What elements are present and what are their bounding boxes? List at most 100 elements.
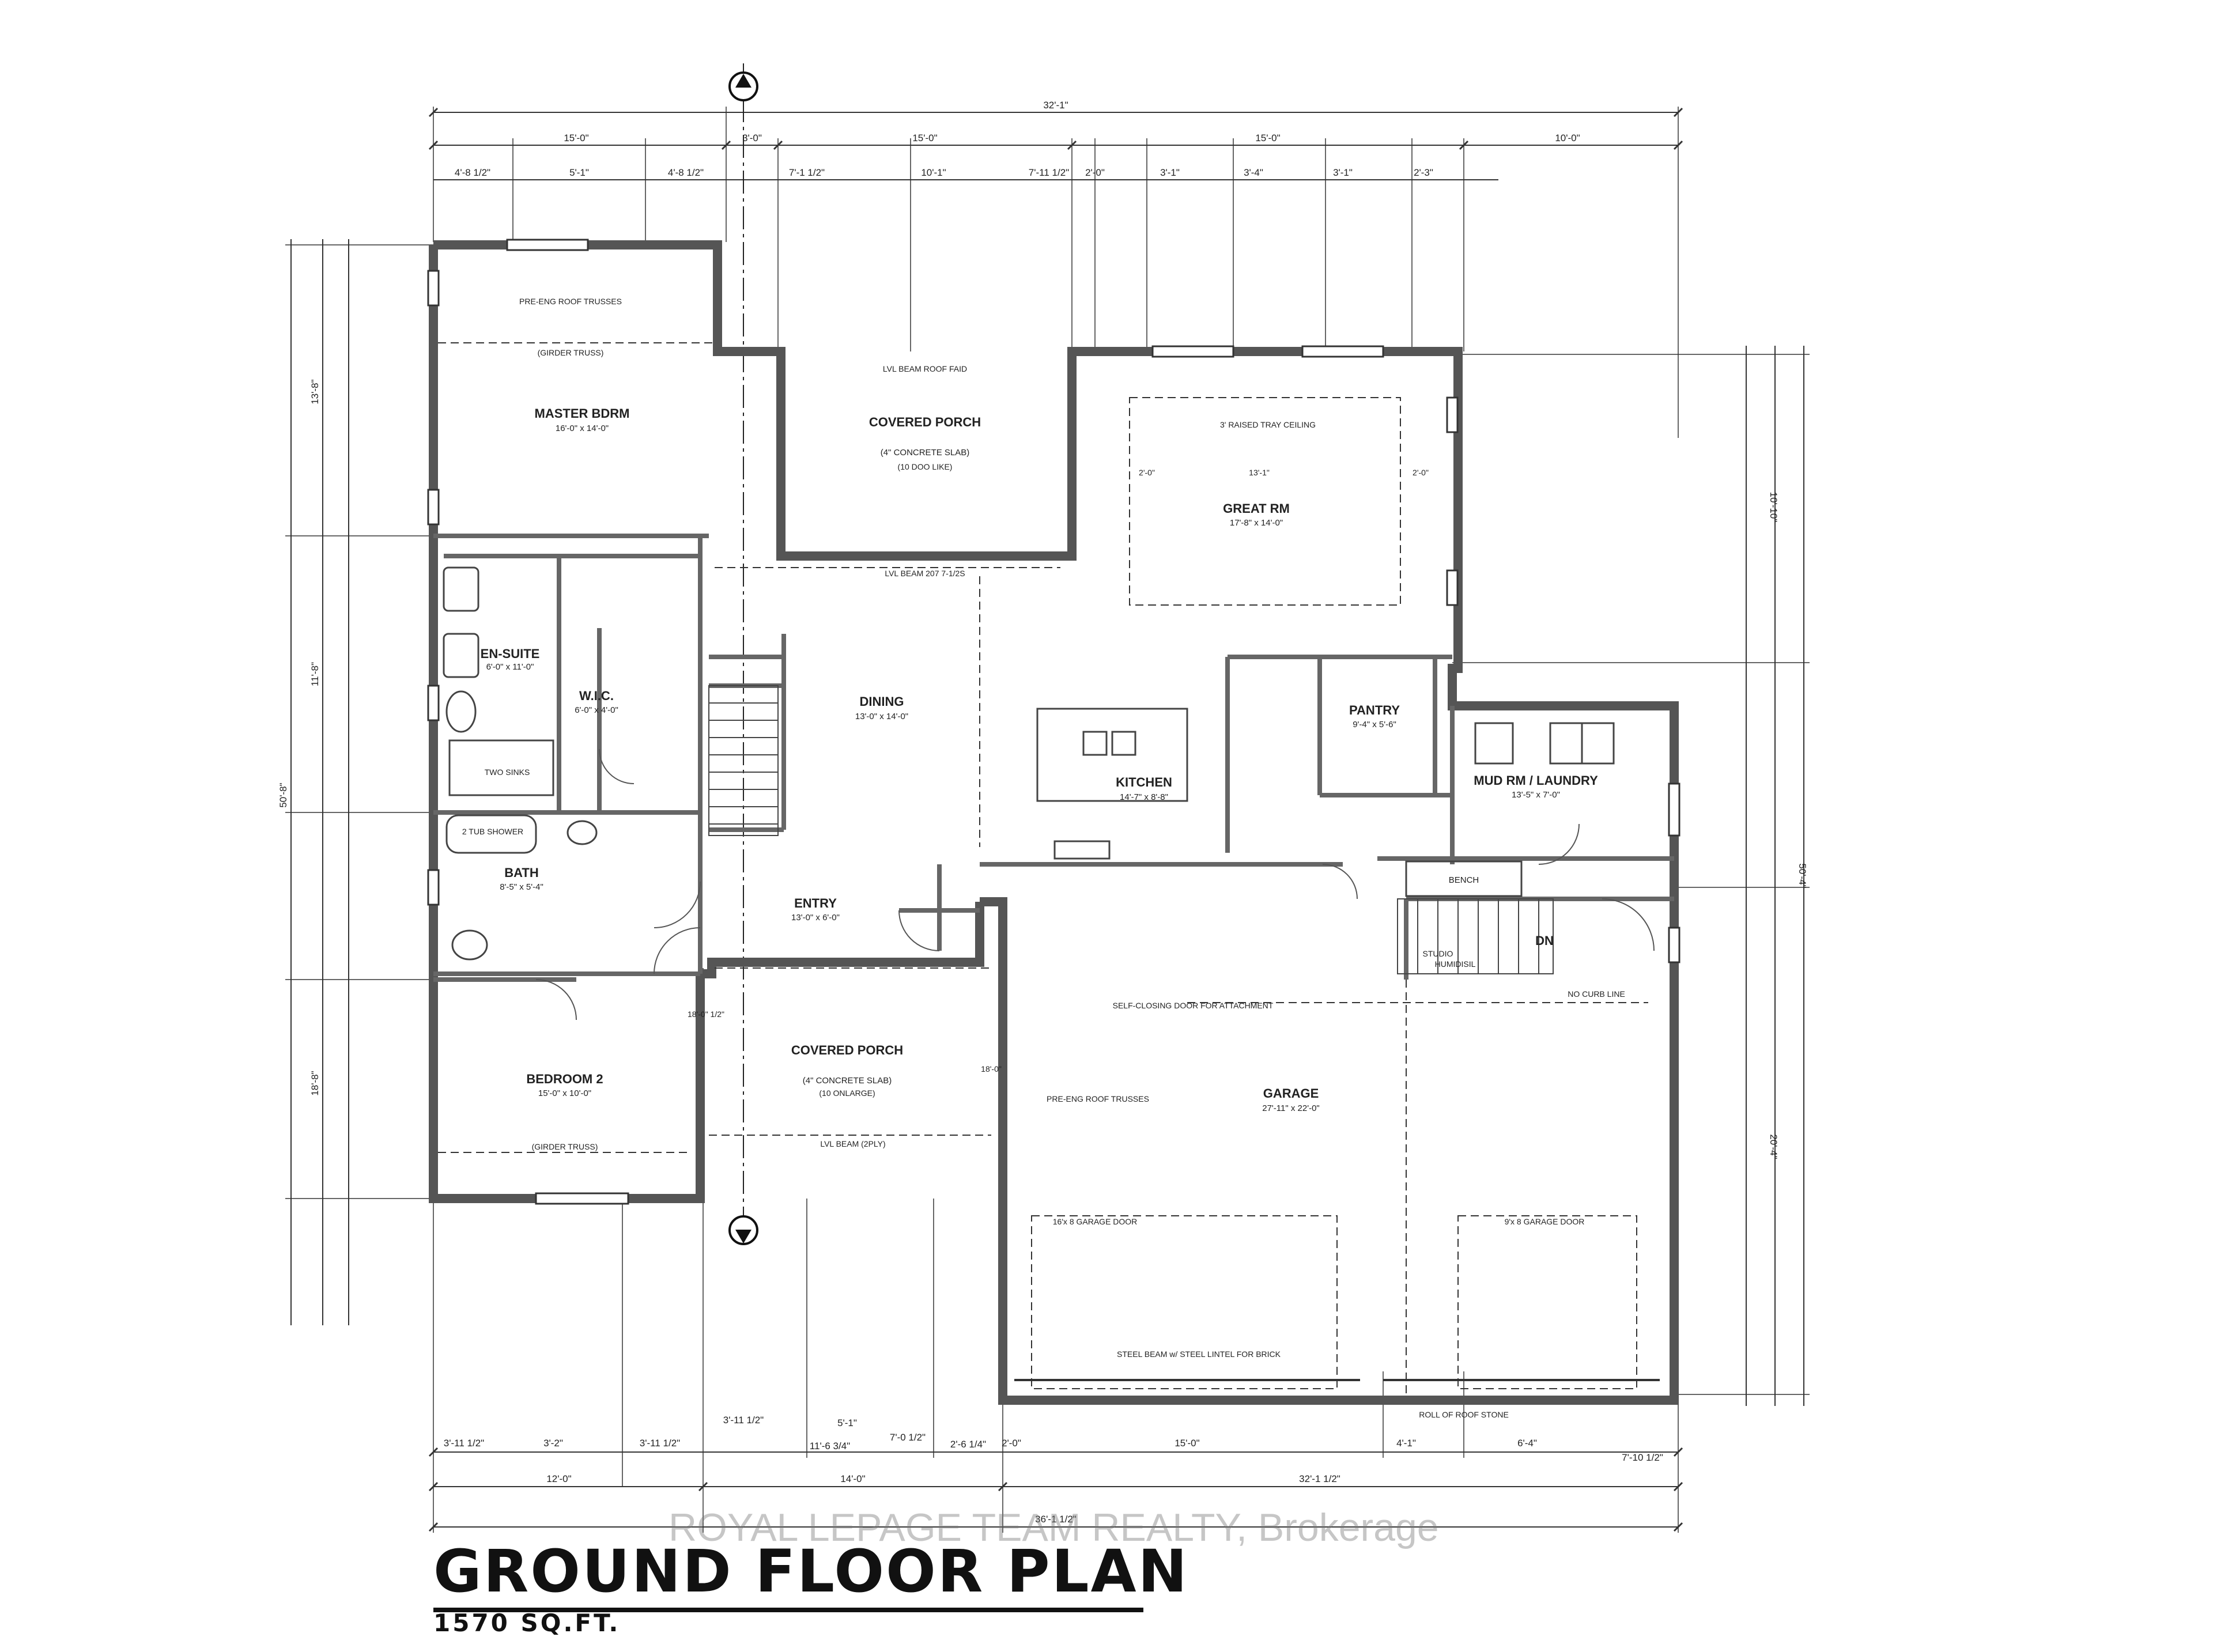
room-pantry-size: 9'-4" x 5'-6" [1353, 720, 1396, 729]
bottom-dim-2: 3'-2" [543, 1438, 563, 1449]
left-dim-3: 18'-8" [309, 1071, 320, 1095]
top-dim-5: 10'-0" [1555, 133, 1580, 143]
label-bench: BENCH [1449, 875, 1479, 885]
dashed-outlines [438, 342, 1648, 1394]
room-en-suite: EN-SUITE [481, 647, 540, 661]
plan-title: GROUND FLOOR PLAN [433, 1537, 1189, 1606]
shower-icon [448, 739, 554, 796]
room-wic: W.I.C. [579, 689, 614, 703]
left-overall-dim: 50'-8" [278, 782, 289, 807]
washer-icon [1474, 722, 1514, 765]
room-covered-porch-rear-note: (10 DOO LIKE) [898, 462, 953, 471]
top-dim-row2-2: 5'-1" [569, 167, 589, 178]
section-marker-bottom [728, 1215, 758, 1245]
room-entry-size: 13'-0" x 6'-0" [791, 913, 840, 923]
room-bedroom-2-size: 15'-0" x 10'-0" [538, 1088, 591, 1098]
note-humidisil: HUMIDISIL [1435, 959, 1476, 969]
title-underline [433, 1608, 1143, 1612]
note-no-curb-line: NO CURB LINE [1568, 989, 1625, 999]
sink-icon [443, 633, 479, 678]
room-en-suite-size: 6'-0" x 11'-0" [486, 662, 534, 672]
note-roof-trusses-master: PRE-ENG ROOF TRUSSES [519, 297, 622, 306]
bottom-dim-11: 4'-1" [1396, 1438, 1416, 1449]
bottom-dim-10: 15'-0" [1175, 1438, 1199, 1449]
note-dim-front: 18'-0" 1/2" [688, 1010, 724, 1019]
door-swings [535, 748, 1655, 1020]
note-steel-beam: STEEL BEAM w/ STEEL LINTEL FOR BRICK [1117, 1349, 1281, 1359]
note-girder-truss-bedroom: (GIRDER TRUSS) [532, 1142, 598, 1151]
room-mud-rm-laundry-size: 13'-5" x 7'-0" [1512, 790, 1560, 800]
room-mud-rm-laundry: MUD RM / LAUNDRY [1474, 773, 1598, 788]
windows [427, 239, 1680, 1205]
dryer-icon [1581, 722, 1615, 765]
top-dim-row2-5: 10'-1" [921, 167, 946, 178]
top-dim-2: 3'-0" [742, 133, 762, 143]
room-garage-size: 27'-11" x 22'-0" [1262, 1103, 1320, 1113]
left-dim-2: 11'-8" [309, 662, 320, 686]
bathtub-icon [445, 814, 537, 854]
room-master-bdrm: MASTER BDRM [535, 406, 630, 421]
right-dim-1: 20'-4" [1768, 1134, 1779, 1159]
sink-icon [1111, 731, 1136, 756]
room-dining: DINING [860, 694, 904, 709]
room-kitchen-size: 14'-7" x 8'-8" [1120, 792, 1168, 802]
note-roll-roof-stone: ROLL OF ROOF STONE [1419, 1410, 1509, 1419]
kitchen-island-icon [1036, 708, 1188, 802]
note-studio: STUDIO [1423, 949, 1453, 958]
brokerage-watermark: ROYAL LEPAGE TEAM REALTY, Brokerage [669, 1506, 1439, 1549]
interior-walls [433, 534, 1674, 982]
dryer-icon [1549, 722, 1583, 765]
bottom-dim-13: 7'-10 1/2" [1622, 1452, 1663, 1463]
bottom-dim-5: 5'-1" [837, 1417, 857, 1428]
sink-icon [443, 566, 479, 612]
note-2-tub-shower: 2 TUB SHOWER [462, 827, 523, 836]
top-dim-row2-8: 3'-1" [1160, 167, 1180, 178]
left-dim-1: 13'-8" [309, 379, 320, 404]
room-great-rm: GREAT RM [1223, 501, 1290, 516]
room-entry: ENTRY [794, 896, 837, 910]
note-great-rm-width: 13'-1" [1249, 468, 1270, 477]
room-wic-size: 6'-0" x 4'-0" [575, 705, 618, 715]
top-dim-row2-1: 4'-8 1/2" [455, 167, 490, 178]
bottom-dim-9: 2'-0" [1002, 1438, 1021, 1449]
stairs [708, 685, 1554, 974]
note-garage-door-9: 9'x 8 GARAGE DOOR [1505, 1217, 1585, 1226]
note-lvl-beam-great-rm: LVL BEAM 207 7-1/2S [885, 569, 965, 578]
top-dim-row2-3: 4'-8 1/2" [668, 167, 704, 178]
room-bath: BATH [504, 865, 538, 880]
top-dim-row2-11: 2'-3" [1414, 167, 1433, 178]
room-covered-porch-rear: COVERED PORCH [869, 415, 981, 429]
room-covered-porch-front-size: (4" CONCRETE SLAB) [803, 1076, 892, 1086]
note-self-closing-door: SELF-CLOSING DOOR FOR ATTACHMENT [1113, 1001, 1274, 1010]
room-bath-size: 8'-5" x 5'-4" [500, 882, 543, 892]
note-dim-porch: 18'-0" [981, 1064, 1002, 1073]
note-lvl-beam-porch: LVL BEAM ROOF FAID [883, 364, 967, 373]
toilet-icon [445, 690, 477, 733]
toilet-icon [451, 929, 488, 961]
top-dim-row2-7: 2'-0" [1085, 167, 1105, 178]
dimension-lines [285, 107, 1810, 1533]
bottom-dim-7: 11'-6 3/4" [810, 1441, 850, 1451]
bench-icon [1405, 860, 1523, 897]
note-tray-ceiling: 3' RAISED TRAY CEILING [1220, 420, 1316, 429]
sink-icon [567, 820, 598, 845]
room-great-rm-size: 17'-8" x 14'-0" [1230, 518, 1283, 528]
bottom-dim-6: 7'-0 1/2" [890, 1432, 926, 1443]
room-covered-porch-rear-size: (4" CONCRETE SLAB) [881, 448, 970, 458]
bottom-dim-8: 2'-6 1/4" [950, 1439, 986, 1450]
top-dim-row2-9: 3'-4" [1244, 167, 1263, 178]
top-dim-1: 15'-0" [564, 133, 588, 143]
bottom-dim-12: 6'-4" [1517, 1438, 1537, 1449]
right-dim-2: 10'-10" [1768, 492, 1779, 523]
top-dim-3: 15'-0" [912, 133, 937, 143]
bottom-dim-row2-3: 32'-1 1/2" [1299, 1473, 1340, 1484]
note-roof-trusses-garage: PRE-ENG ROOF TRUSSES [1047, 1094, 1149, 1103]
overall-width-dim: 32'-1" [1043, 100, 1068, 111]
plan-area: 1570 SQ.FT. [433, 1609, 621, 1637]
room-dining-size: 13'-0" x 14'-0" [855, 712, 908, 721]
right-overall-dim: 50'-4" [1797, 863, 1808, 888]
bottom-dim-3: 3'-11 1/2" [640, 1438, 680, 1449]
overall-bottom-dim: 36'-1 1/2" [1035, 1514, 1077, 1525]
top-dim-row2-6: 7'-11 1/2" [1029, 167, 1069, 178]
top-dim-row2-4: 7'-1 1/2" [789, 167, 825, 178]
